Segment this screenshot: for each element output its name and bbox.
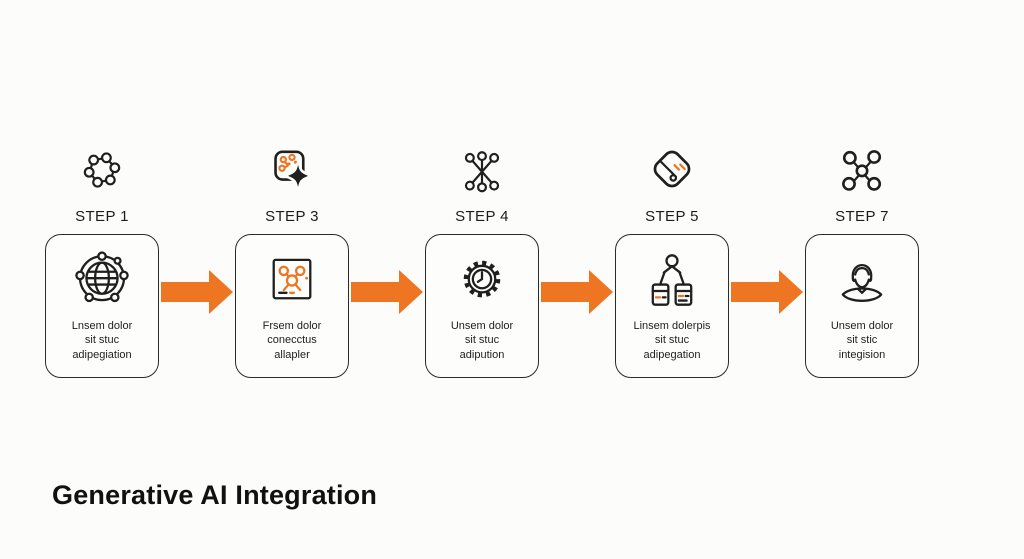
flow-arrow [349, 234, 425, 378]
hierarchy-person-icon [651, 254, 693, 306]
tilted-card-icon [653, 150, 691, 188]
step-label: STEP 7 [835, 208, 889, 225]
flow-arrow [729, 234, 805, 378]
step-label: STEP 3 [265, 208, 319, 225]
cross-network-icon [842, 150, 882, 191]
globe-network-icon [75, 251, 129, 303]
page-title: Generative AI Integration [52, 480, 378, 510]
flow-arrow [159, 234, 235, 378]
step-label: STEP 1 [75, 208, 129, 225]
gear-clock-icon [463, 260, 501, 298]
step-label: STEP 4 [455, 208, 509, 225]
step-label: STEP 5 [645, 208, 699, 225]
person-avatar-icon [841, 264, 883, 302]
flow-arrow [539, 234, 615, 378]
node-chart-icon [272, 258, 312, 300]
molecule-ring-icon [83, 152, 121, 188]
asterisk-network-icon [464, 151, 500, 193]
sparkle-nodes-icon [274, 150, 311, 190]
